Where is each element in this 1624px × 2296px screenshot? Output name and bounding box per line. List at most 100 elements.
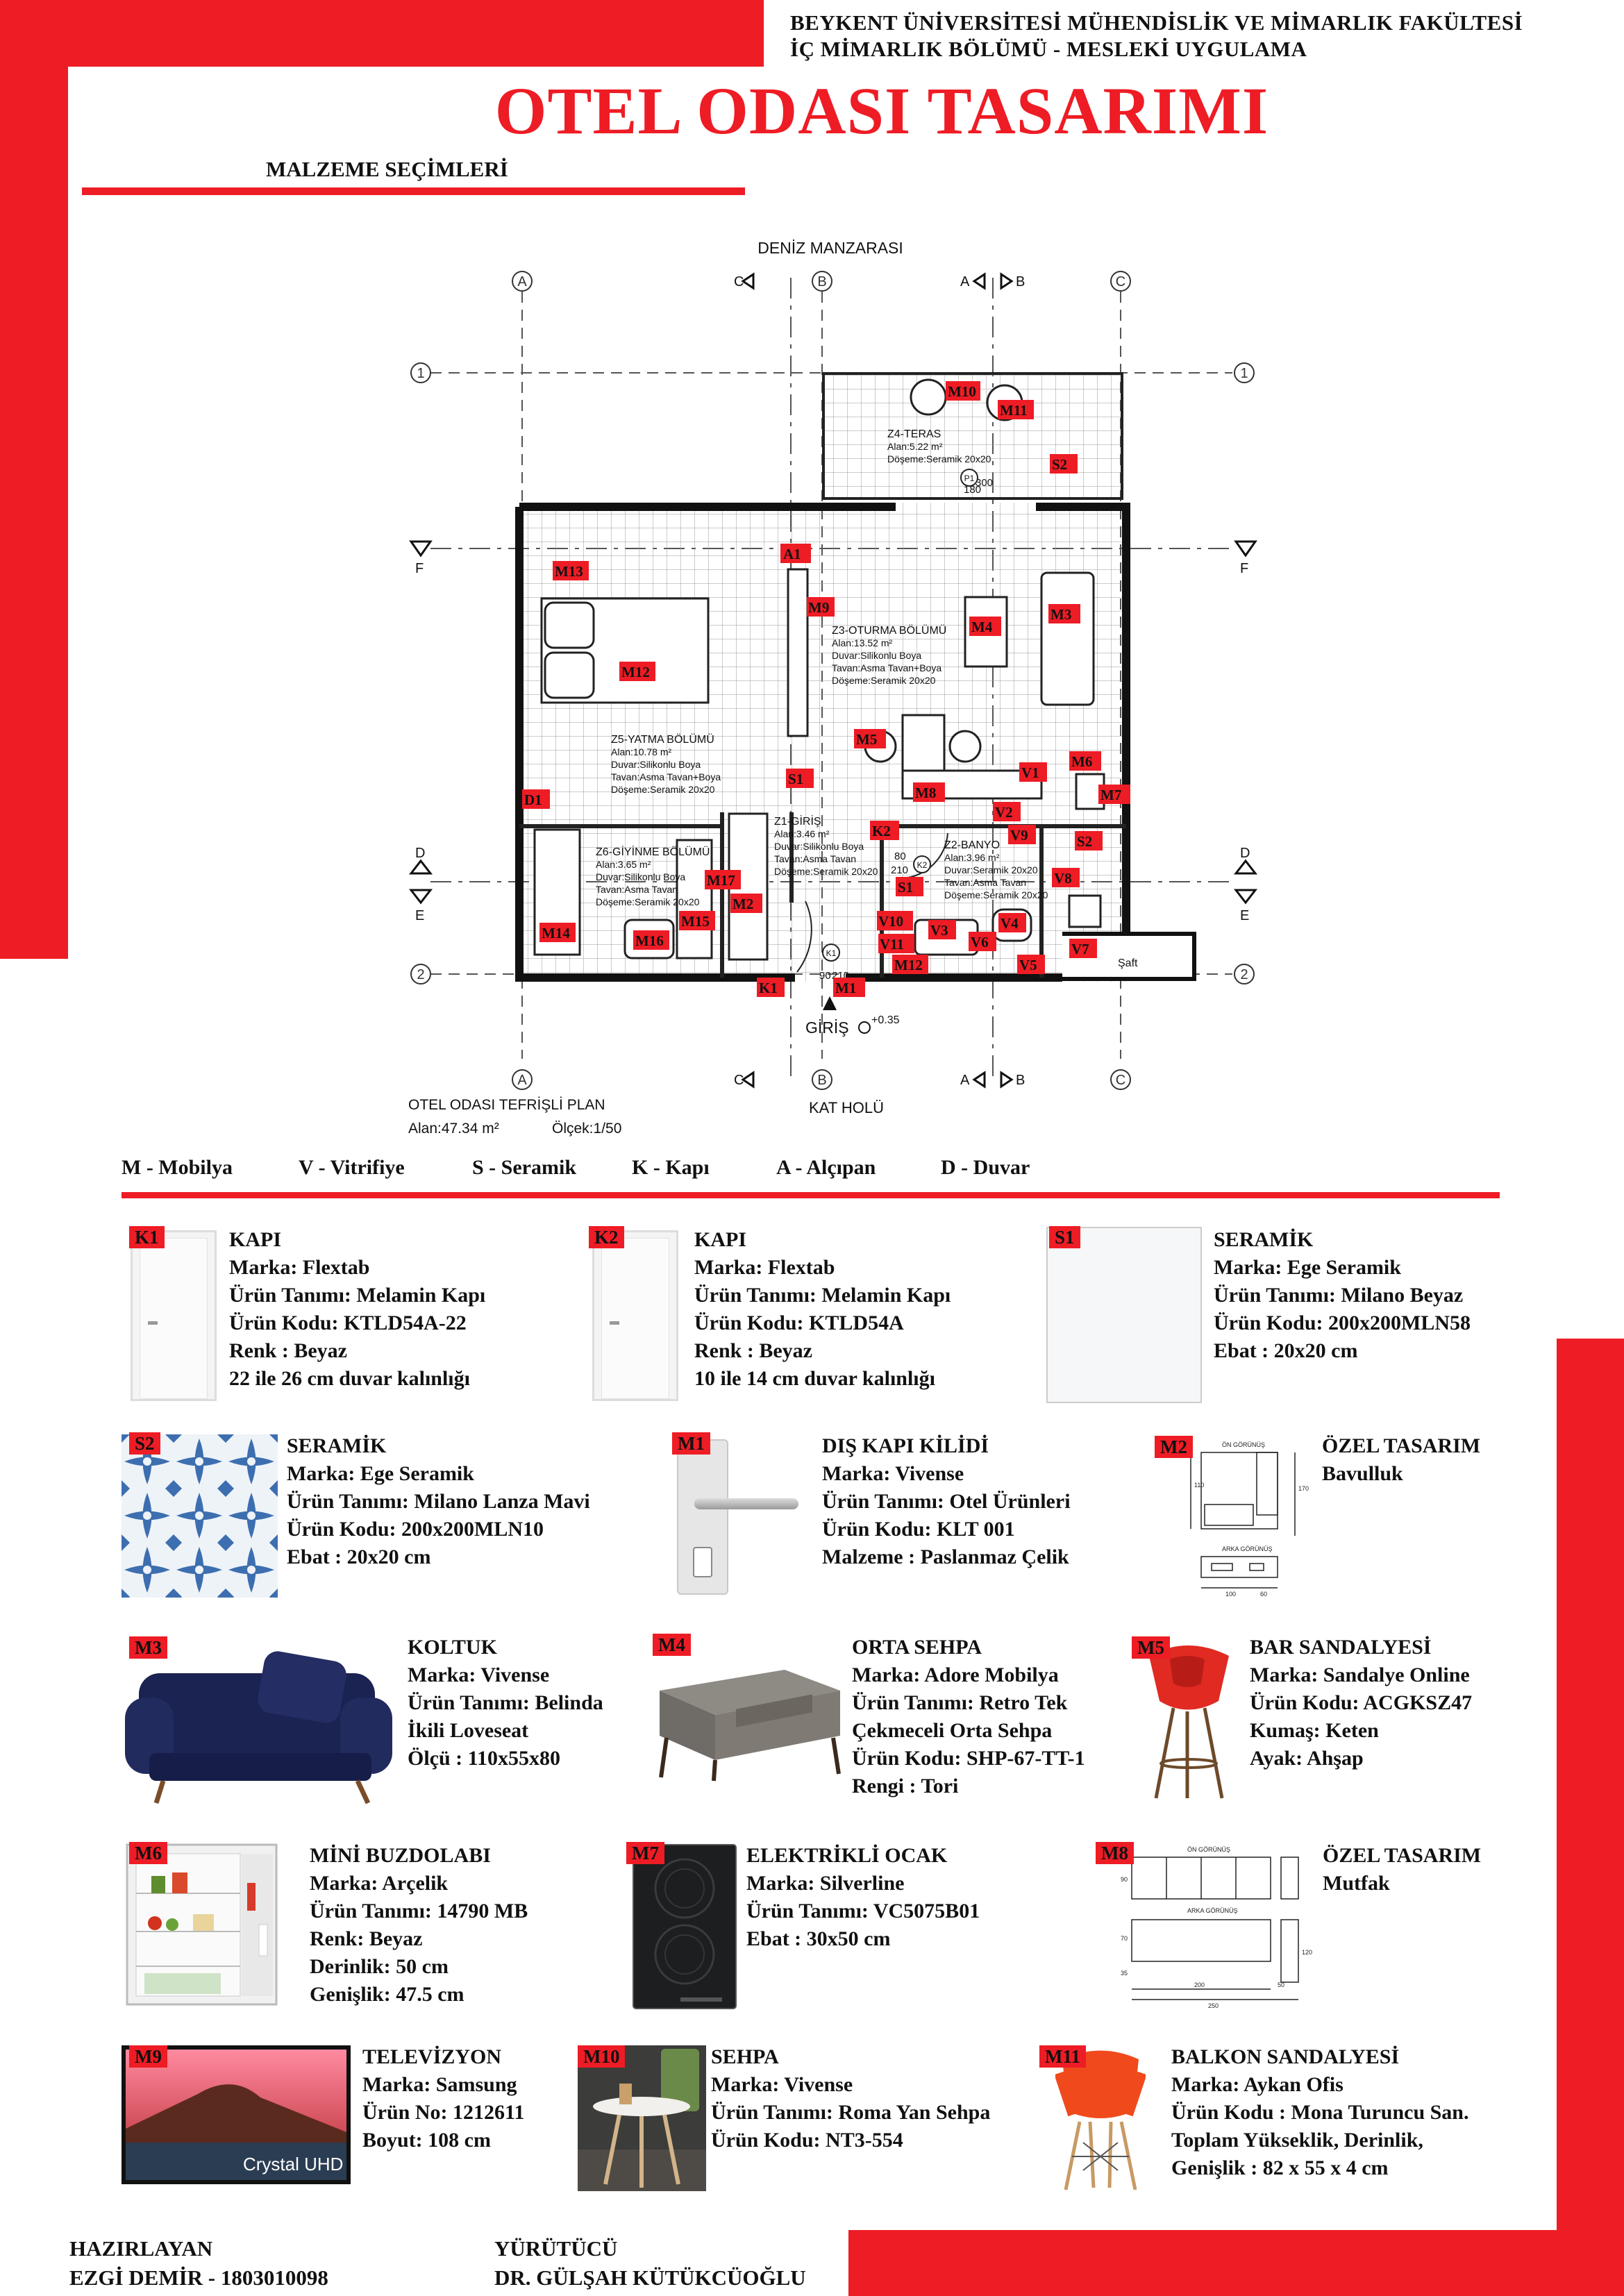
plan-tag-m15: M15 [679, 911, 715, 930]
tag-m2: M2 [1155, 1436, 1193, 1458]
tag-m1: M1 [672, 1432, 710, 1455]
plan-mark-k2: K2 [917, 860, 928, 870]
svg-text:Tavan:Asma Tavan+Boya: Tavan:Asma Tavan+Boya [832, 662, 941, 673]
plan-tag-v5: V5 [1017, 955, 1045, 974]
svg-text:V3: V3 [930, 922, 948, 939]
svg-text:Duvar:Silikonlu Boya: Duvar:Silikonlu Boya [596, 871, 685, 882]
s2-tile-image [122, 1434, 278, 1598]
legend-seramik: S - Seramik [472, 1156, 576, 1179]
svg-text:50: 50 [1278, 1981, 1284, 1988]
svg-text:250: 250 [1208, 2002, 1219, 2009]
plan-mark-k1: K1 [826, 948, 837, 958]
svg-text:M17: M17 [707, 872, 735, 889]
plan-tag-v7: V7 [1069, 939, 1097, 958]
plan-tag-k2: K2 [870, 821, 899, 840]
svg-text:Tavan:Asma Tavan: Tavan:Asma Tavan [596, 884, 678, 895]
plan-caption-title: OTEL ODASI TEFRİŞLİ PLAN [408, 1097, 605, 1113]
legend-duvar: D - Duvar [941, 1156, 1030, 1179]
svg-text:Duvar:Silikonlu Boya: Duvar:Silikonlu Boya [774, 841, 864, 852]
m1-lock-image [673, 1436, 812, 1595]
svg-text:M9: M9 [808, 599, 829, 616]
grid-label-1-right: 1 [1240, 366, 1248, 381]
grid-label-b-top: B [817, 274, 826, 290]
tag-s1: S1 [1049, 1226, 1080, 1248]
plan-tag-m11: M11 [998, 400, 1034, 419]
m6-mini-fridge-image [126, 1843, 278, 2006]
footer-prepared-by: HAZIRLAYAN EZGİ DEMİR - 1803010098 [69, 2234, 328, 2293]
section-a-bottom: A [960, 1073, 970, 1088]
svg-text:M15: M15 [681, 913, 710, 930]
plan-tag-m8: M8 [913, 782, 945, 802]
tag-k1: K1 [129, 1226, 165, 1248]
plan-tag-m10: M10 [946, 381, 980, 401]
svg-text:V6: V6 [971, 934, 989, 950]
svg-text:70: 70 [1121, 1935, 1128, 1942]
svg-text:M16: M16 [635, 932, 664, 949]
section-b-bottom: B [1016, 1073, 1025, 1088]
svg-text:V2: V2 [995, 804, 1013, 821]
svg-text:M13: M13 [555, 563, 583, 580]
svg-text:Z5-YATMA BÖLÜMÜ: Z5-YATMA BÖLÜMÜ [611, 733, 714, 746]
faculty-line: BEYKENT ÜNİVERSİTESİ MÜHENDİSLİK VE MİMA… [790, 10, 1523, 35]
m7-electric-hob-image [633, 1844, 737, 2009]
svg-text:K1: K1 [759, 980, 778, 996]
svg-text:170: 170 [1298, 1485, 1309, 1492]
zone-z1: Z1-GİRİŞ Alan:3.46 m² Duvar:Silikonlu Bo… [774, 814, 878, 877]
plan-tag-m16: M16 [633, 930, 669, 950]
plan-caption-scale: Ölçek:1/50 [552, 1121, 621, 1137]
tag-m11: M11 [1039, 2045, 1086, 2068]
section-c-top: C [734, 274, 744, 290]
plan-mark-p1: P1 [964, 474, 975, 483]
legend-mobilya: M - Mobilya [122, 1156, 233, 1179]
page-title: OTEL ODASI TASARIMI [494, 74, 1269, 148]
tag-m8: M8 [1096, 1842, 1134, 1864]
footer-supervisor: YÜRÜTÜCÜ DR. GÜLŞAH KÜTÜKCÜOĞLU [494, 2234, 806, 2293]
zone-z6: Z6-GİYİNME BÖLÜMÜ Alan:3.65 m² Duvar:Sil… [596, 845, 710, 907]
plan-tag-v2: V2 [993, 802, 1021, 821]
svg-text:Z2-BANYO: Z2-BANYO [944, 839, 1000, 851]
footer-supervisor-name: DR. GÜLŞAH KÜTÜKCÜOĞLU [494, 2265, 806, 2290]
svg-text:K2: K2 [872, 823, 891, 839]
svg-text:Tavan:Asma Tavan: Tavan:Asma Tavan [944, 877, 1026, 888]
svg-text:Döşeme:Seramik 20x20: Döşeme:Seramik 20x20 [887, 453, 991, 464]
tag-m5: M5 [1132, 1636, 1170, 1659]
plan-tag-v3: V3 [928, 920, 956, 939]
tag-m3: M3 [129, 1636, 167, 1659]
svg-text:100: 100 [1225, 1591, 1236, 1598]
svg-text:M6: M6 [1071, 753, 1092, 770]
svg-text:Alan:13.52 m²: Alan:13.52 m² [832, 637, 892, 648]
svg-text:Döşeme:Seramik 20x20: Döşeme:Seramik 20x20 [832, 675, 936, 686]
dim-90: 90 [819, 970, 831, 982]
plan-tag-m14: M14 [539, 923, 576, 942]
plan-tag-k1: K1 [757, 978, 785, 997]
svg-text:M8: M8 [915, 785, 936, 801]
svg-text:Alan:5.22 m²: Alan:5.22 m² [887, 441, 943, 452]
svg-text:V11: V11 [880, 936, 904, 953]
plan-tag-d1: D1 [522, 789, 550, 809]
svg-text:Döşeme:Seramik 20x20: Döşeme:Seramik 20x20 [596, 896, 700, 907]
red-frame-top-left [0, 0, 764, 67]
section-f-right: F [1240, 561, 1248, 576]
dim-210: 210 [891, 864, 908, 876]
red-frame-right-bar [1557, 1339, 1624, 2296]
footer-prepared-title: HAZIRLAYAN [69, 2236, 213, 2261]
svg-text:A1: A1 [783, 546, 801, 562]
section-d-left: D [415, 846, 425, 861]
zone-z5: Z5-YATMA BÖLÜMÜ Alan:10.78 m² Duvar:Sili… [611, 733, 721, 795]
svg-text:Duvar:Silikonlu Boya: Duvar:Silikonlu Boya [611, 759, 701, 770]
tv-screen-text: Crystal UHD [243, 2154, 343, 2175]
svg-text:V4: V4 [1001, 915, 1019, 932]
red-frame-bottom-right [848, 2230, 1624, 2296]
section-subtitle: MALZEME SEÇİMLERİ [266, 157, 508, 181]
shaft-label: Şaft [1118, 957, 1138, 969]
svg-text:Z3-OTURMA BÖLÜMÜ: Z3-OTURMA BÖLÜMÜ [832, 624, 946, 637]
svg-text:Döşeme:Seramik 20x20: Döşeme:Seramik 20x20 [611, 784, 715, 795]
svg-text:M14: M14 [542, 925, 570, 941]
svg-text:Alan:3.96 m²: Alan:3.96 m² [944, 852, 1000, 863]
plan-tag-m9: M9 [807, 597, 835, 617]
